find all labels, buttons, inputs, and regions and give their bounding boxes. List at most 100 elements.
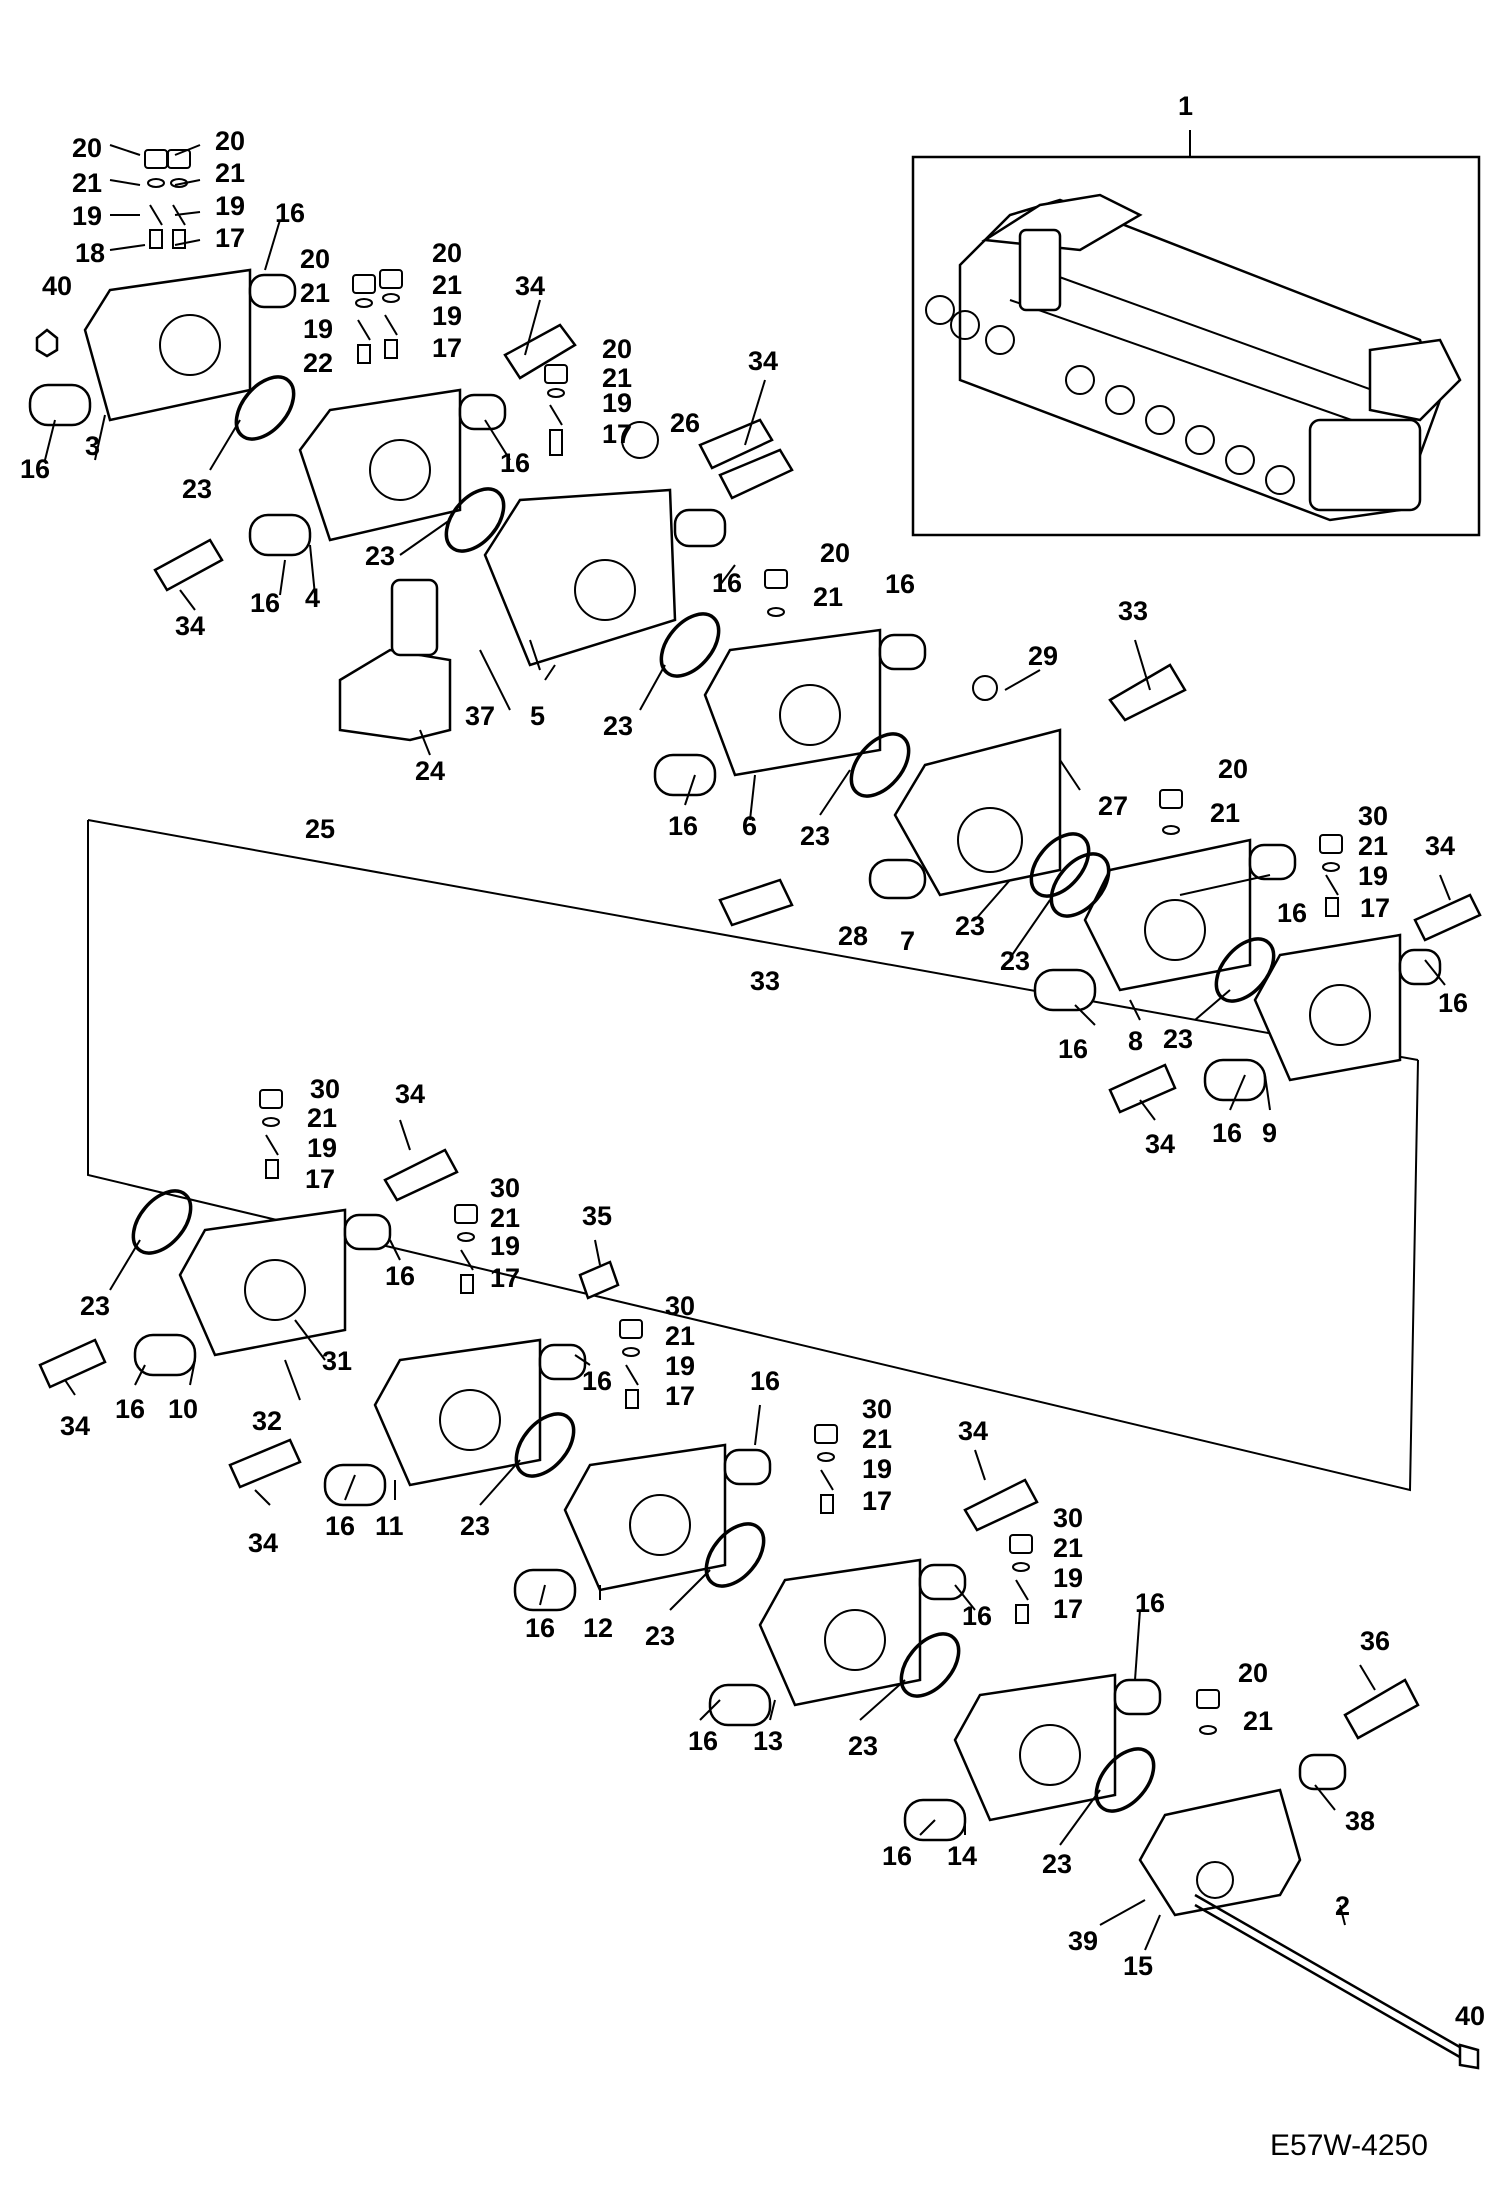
callout-19: 19: [862, 1454, 892, 1484]
callout-17: 17: [1053, 1594, 1083, 1624]
plug-26: [621, 421, 659, 459]
callout-16: 16: [385, 1261, 415, 1291]
callout-34: 34: [958, 1416, 988, 1446]
callout-20: 20: [300, 244, 330, 274]
callout-labels: 1 20 20 21 21 19 19 18 17 16 40 20 20 21…: [20, 91, 1485, 2031]
callout-16: 16: [275, 198, 305, 228]
callout-16: 16: [1212, 1118, 1242, 1148]
callout-34: 34: [395, 1079, 425, 1109]
callout-20: 20: [1218, 754, 1248, 784]
callout-35: 35: [582, 1201, 612, 1231]
callout-16: 16: [1277, 898, 1307, 928]
stack-l: [814, 1424, 838, 1514]
callout-21: 21: [862, 1424, 892, 1454]
valve-section-7: [868, 728, 1062, 900]
valve-section-12: [513, 1443, 772, 1612]
callout-20: 20: [820, 538, 850, 568]
callout-23: 23: [182, 474, 212, 504]
callout-32: 32: [252, 1406, 282, 1436]
stack-f: [764, 569, 788, 617]
callout-21: 21: [490, 1203, 520, 1233]
callout-40: 40: [42, 271, 72, 301]
callout-17: 17: [862, 1486, 892, 1516]
callout-10: 10: [168, 1394, 198, 1424]
callout-20: 20: [602, 334, 632, 364]
stack-c: [352, 274, 376, 364]
stack-m: [1009, 1534, 1033, 1624]
relief-valves: [38, 323, 1482, 1740]
callout-17: 17: [490, 1263, 520, 1293]
callout-29: 29: [1028, 641, 1058, 671]
callout-24: 24: [415, 756, 445, 786]
stack-a: [144, 149, 168, 249]
callout-19: 19: [602, 388, 632, 418]
callout-26: 26: [670, 408, 700, 438]
callout-38: 38: [1345, 1806, 1375, 1836]
callout-18: 18: [75, 238, 105, 268]
valve-section-11: [323, 1338, 587, 1507]
callout-16: 16: [20, 454, 50, 484]
section-group-outline: [87, 820, 1419, 1492]
callout-23: 23: [1000, 946, 1030, 976]
callout-21: 21: [1210, 798, 1240, 828]
callout-11: 11: [375, 1511, 404, 1541]
callout-34: 34: [748, 346, 778, 376]
callout-21: 21: [1358, 831, 1388, 861]
callout-30: 30: [1358, 801, 1388, 831]
callout-34: 34: [515, 271, 545, 301]
callout-27: 27: [1098, 791, 1128, 821]
callout-16: 16: [750, 1366, 780, 1396]
callout-16: 16: [325, 1511, 355, 1541]
callout-23: 23: [603, 711, 633, 741]
callout-20: 20: [72, 133, 102, 163]
callout-40: 40: [1455, 2001, 1485, 2031]
callout-4: 4: [305, 583, 320, 613]
callout-34: 34: [60, 1411, 90, 1441]
callout-28: 28: [838, 921, 868, 951]
callout-36: 36: [1360, 1626, 1390, 1656]
valve-section-4: [248, 388, 507, 557]
callout-6: 6: [742, 811, 757, 841]
nut-40-top: [35, 328, 59, 358]
callout-19: 19: [215, 191, 245, 221]
stack-e: [544, 364, 568, 456]
callout-17: 17: [665, 1381, 695, 1411]
callout-17: 17: [1360, 893, 1390, 923]
callout-13: 13: [753, 1726, 783, 1756]
callout-17: 17: [602, 419, 632, 449]
stack-h: [1319, 834, 1343, 917]
callout-3: 3: [85, 431, 100, 461]
callout-19: 19: [307, 1133, 337, 1163]
callout-23: 23: [1042, 1849, 1072, 1879]
callout-21: 21: [813, 582, 843, 612]
callout-19: 19: [1358, 861, 1388, 891]
plug-29: [972, 675, 998, 701]
callout-16: 16: [882, 1841, 912, 1871]
callout-12: 12: [583, 1613, 613, 1643]
callout-2: 2: [1335, 1891, 1350, 1921]
callout-17: 17: [305, 1164, 335, 1194]
callout-20: 20: [215, 126, 245, 156]
callout-19: 19: [72, 201, 102, 231]
callout-30: 30: [862, 1394, 892, 1424]
callout-23: 23: [365, 541, 395, 571]
callout-23: 23: [955, 911, 985, 941]
valve-section-8: [1033, 838, 1297, 1012]
callout-17: 17: [215, 223, 245, 253]
callout-39: 39: [1068, 1926, 1098, 1956]
callout-16: 16: [250, 588, 280, 618]
stack-d: [379, 269, 403, 359]
callout-16: 16: [1135, 1588, 1165, 1618]
assembly-inset: [911, 130, 1481, 537]
callout-23: 23: [460, 1511, 490, 1541]
callout-19: 19: [490, 1231, 520, 1261]
callout-37: 37: [465, 701, 495, 731]
o-rings: [131, 375, 1276, 1813]
callout-23: 23: [645, 1621, 675, 1651]
callout-20: 20: [432, 238, 462, 268]
callout-22: 22: [303, 348, 333, 378]
callout-20: 20: [1238, 1658, 1268, 1688]
callout-21: 21: [307, 1103, 337, 1133]
callout-16: 16: [688, 1726, 718, 1756]
